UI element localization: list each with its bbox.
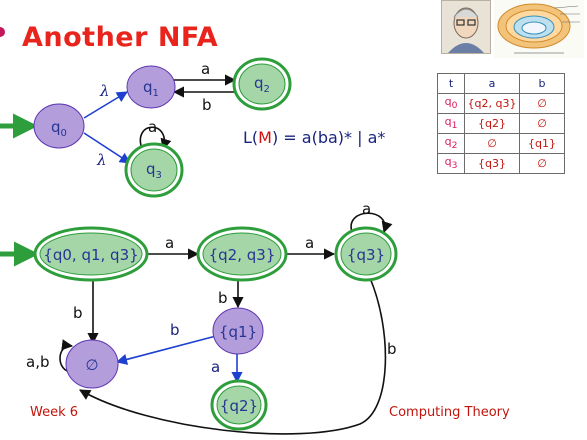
dfa-edge-S1-Empty (115, 335, 217, 365)
nfa-state-q1: q1 (126, 65, 176, 109)
dfa-state-S013: {q0, q1, q3} (33, 226, 149, 282)
slide-title: Another NFA (22, 22, 219, 53)
svg-text:{q2}: {q2} (220, 397, 258, 415)
table-row: q2 ∅ {q1} (437, 133, 565, 154)
svg-text:{q0, q1, q3}: {q0, q1, q3} (43, 246, 138, 264)
table-row: q1 {q2} ∅ (437, 113, 565, 134)
dfa-label-S23-S3: a (305, 234, 314, 252)
dfa-edge-S3-Empty (79, 277, 387, 435)
title-bullet (0, 27, 5, 37)
dfa-state-S2: {q2} (210, 379, 268, 431)
dfa-label-S3-S3: a (362, 200, 371, 218)
dfa-label-S3-Empty: b (387, 340, 397, 358)
dfa-label-S013-S23: a (165, 234, 174, 252)
nfa-edge-q0-q3 (83, 132, 131, 164)
portrait-image (441, 0, 491, 54)
footer-course: Computing Theory (389, 405, 510, 420)
dfa-label-Empty-Empty: a,b (26, 353, 49, 371)
language-formula: L(M) = a(ba)* | a* (243, 128, 386, 147)
nfa-state-q3: q3 (124, 142, 184, 198)
table-header-t: t (437, 73, 465, 94)
dfa-label-S1-S2: a (211, 358, 220, 376)
nfa-edge-q3-q3 (139, 126, 172, 151)
dfa-state-S3: {q3} (334, 226, 398, 282)
nfa-label-q0-q3: λ (96, 151, 107, 169)
dfa-edge-S3-S3 (350, 212, 393, 234)
nfa-label-q3-q3: a (148, 118, 157, 136)
svg-text:{q2, q3}: {q2, q3} (209, 246, 276, 264)
dfa-label-S23-S1: b (218, 289, 228, 307)
table-header-row: t a b (437, 73, 565, 94)
table-row: q0 {q2, q3} ∅ (437, 93, 565, 114)
nfa-label-q1-q2: a (201, 60, 210, 78)
svg-text:∅: ∅ (85, 356, 98, 374)
nfa-label-q2-q1: b (202, 96, 212, 114)
dfa-state-S1: {q1} (212, 307, 264, 355)
nfa-edge-q0-q1 (83, 91, 128, 119)
table-header-a: a (464, 73, 520, 94)
svg-text:{q1}: {q1} (219, 323, 257, 341)
dfa-state-S23: {q2, q3} (196, 226, 288, 282)
svg-text:q2: q2 (254, 74, 270, 95)
dfa-label-S1-Empty: b (170, 321, 180, 339)
svg-text:q1: q1 (143, 78, 159, 99)
nfa-state-q2: q2 (232, 57, 292, 111)
nfa-label-q0-q1: λ (99, 82, 110, 100)
hierarchy-diagram-image (494, 0, 584, 58)
transition-table: t a b q0 {q2, q3} ∅ q1 {q2} ∅ q2 ∅ {q1} … (437, 73, 565, 174)
table-header-b: b (519, 73, 565, 94)
dfa-state-empty: ∅ (65, 339, 119, 389)
footer-week: Week 6 (30, 405, 79, 420)
nfa-state-q0: q0 (33, 103, 85, 149)
table-row: q3 {q3} ∅ (437, 153, 565, 174)
dfa-label-S013-Empty: b (73, 304, 83, 322)
svg-text:{q3}: {q3} (347, 246, 385, 264)
svg-text:q3: q3 (146, 160, 162, 181)
svg-text:q0: q0 (51, 118, 67, 139)
